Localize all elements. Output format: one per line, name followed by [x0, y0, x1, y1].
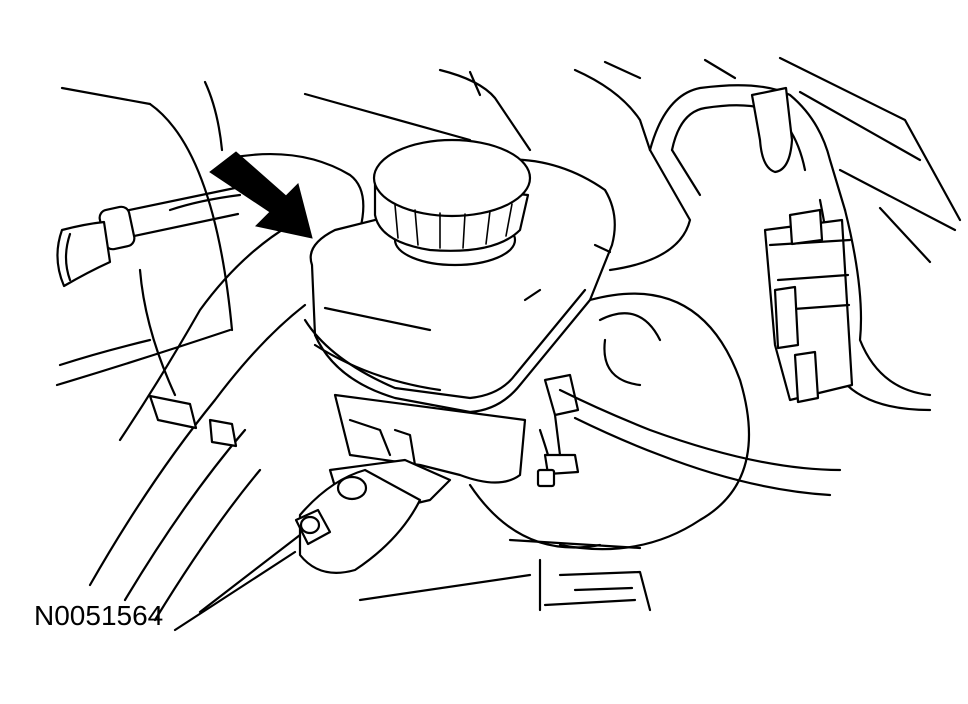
- reservoir-cap[interactable]: [372, 138, 532, 267]
- engine-bay-background: [55, 56, 962, 397]
- brake-booster: [468, 292, 751, 551]
- lower-bracket: [358, 538, 652, 612]
- callout-arrow: [209, 151, 313, 239]
- brake-line-fitting: [536, 373, 842, 497]
- wiring-harness: [608, 84, 932, 412]
- electrical-connector: [763, 208, 854, 404]
- master-cylinder: [173, 393, 527, 632]
- left-hose-strap: [88, 223, 307, 622]
- figure-id-label: N0051564: [34, 600, 164, 631]
- left-hose: [56, 186, 240, 288]
